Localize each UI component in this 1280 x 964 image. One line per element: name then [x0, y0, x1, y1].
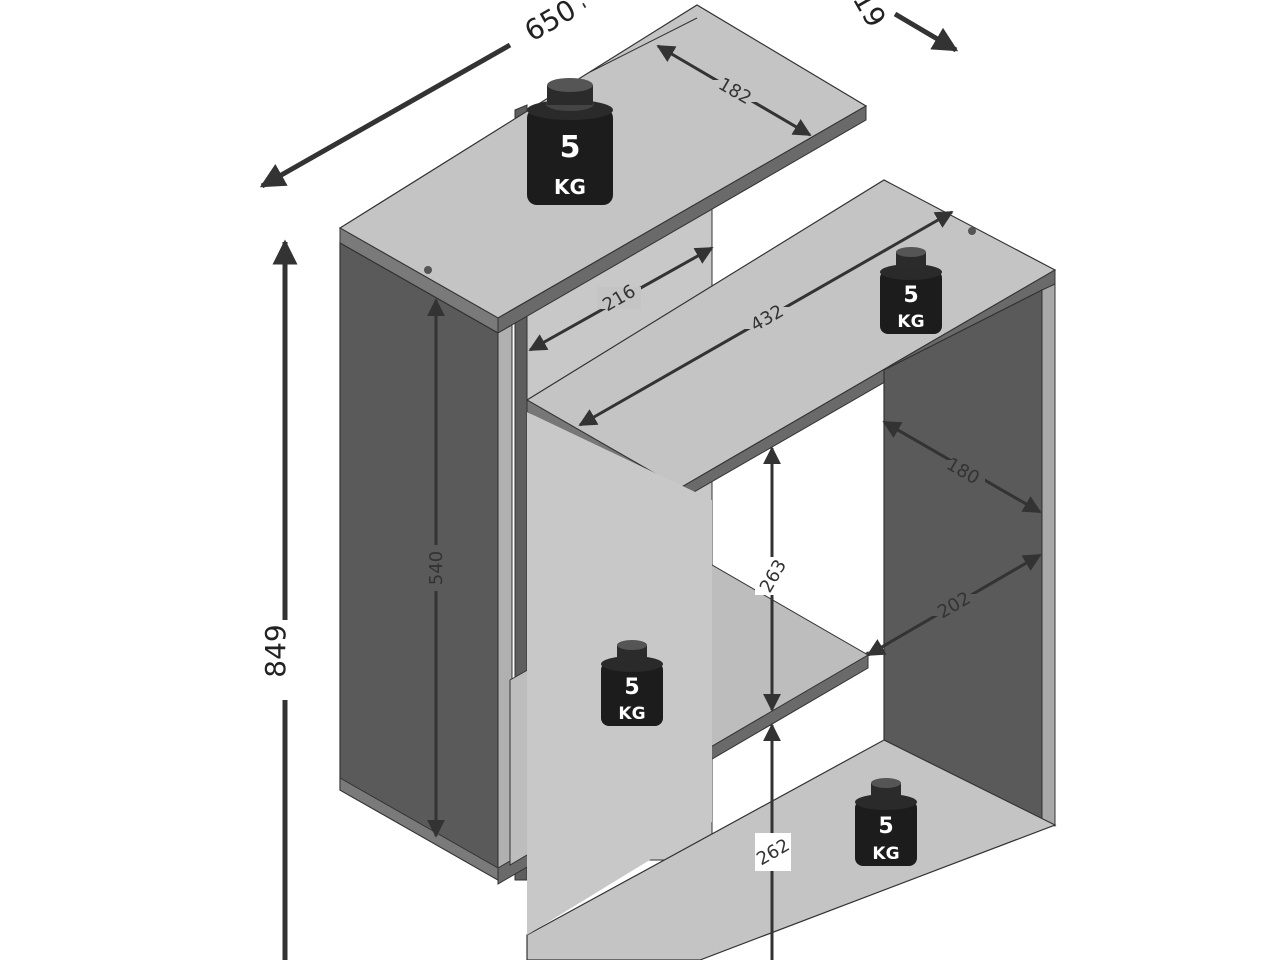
height-total-label: 849 [259, 624, 292, 677]
weight-lower-left: 5 KG [601, 640, 663, 726]
left-height-label: 540 [426, 551, 447, 585]
weight-lower-left-value: 5 [624, 675, 639, 700]
weight-bottom-right-value: 5 [878, 814, 893, 839]
weight-bottom-right: 5 KG [855, 778, 917, 866]
weight-middle: 5 KG [880, 247, 942, 334]
weight-top: 5 KG [527, 78, 613, 205]
weight-top-unit: KG [554, 175, 586, 199]
width-arrow [259, 42, 512, 189]
weight-middle-value: 5 [903, 283, 918, 308]
weight-middle-unit: KG [897, 312, 924, 332]
depth-arrow [893, 11, 959, 53]
weight-lower-left-unit: KG [618, 704, 645, 724]
weight-top-value: 5 [560, 130, 581, 165]
weight-bottom-right-unit: KG [872, 844, 899, 864]
left-side-panel [339, 241, 513, 882]
depth-total-label: 19 [846, 0, 892, 33]
